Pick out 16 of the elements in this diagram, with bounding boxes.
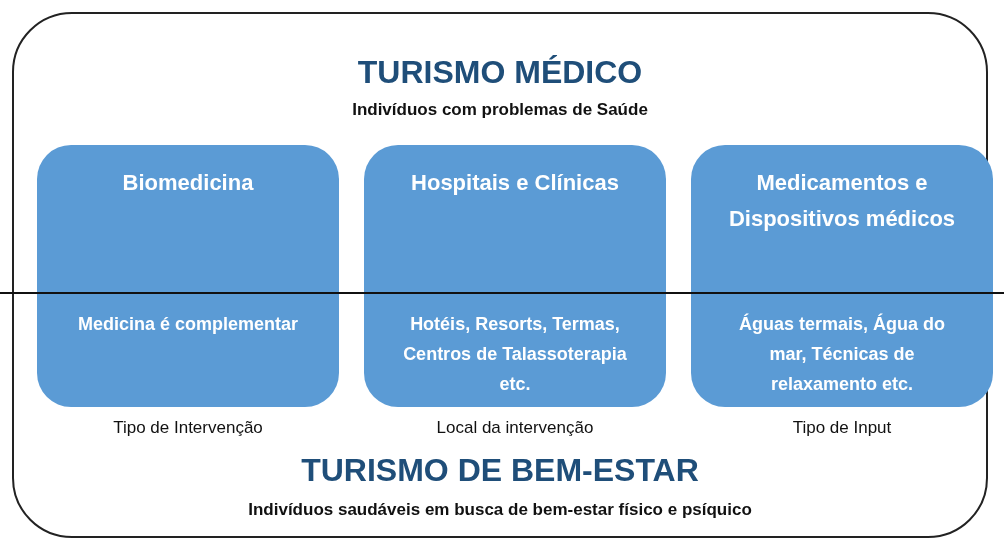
card-title: Biomedicina (121, 169, 255, 197)
heading: TURISMO MÉDICO (356, 54, 644, 91)
card-title: Hospitais e Clínicas (410, 169, 620, 197)
category-card (364, 145, 666, 407)
card-text: Águas termais, Água do mar, Técnicas de relaxamento etc. (737, 312, 946, 396)
subheading: Indivíduos saudáveis em busca de bem-estar físico e psíquico (247, 500, 753, 520)
card-text: Hotéis, Resorts, Termas, Centros de Talassoterapia etc. (402, 313, 628, 396)
subheading: Indivíduos com problemas de Saúde (351, 100, 649, 120)
card-label: Tipo de Input (791, 418, 893, 438)
card-text: Medicina é complementar (76, 313, 300, 336)
card-label: Tipo de Intervenção (112, 418, 264, 438)
card-label: Local da intervenção (435, 418, 595, 438)
category-card (37, 145, 339, 407)
card-title: Medicamentos e Dispositivos médicos (727, 169, 957, 233)
heading: TURISMO DE BEM-ESTAR (300, 452, 700, 489)
category-card (691, 145, 993, 407)
